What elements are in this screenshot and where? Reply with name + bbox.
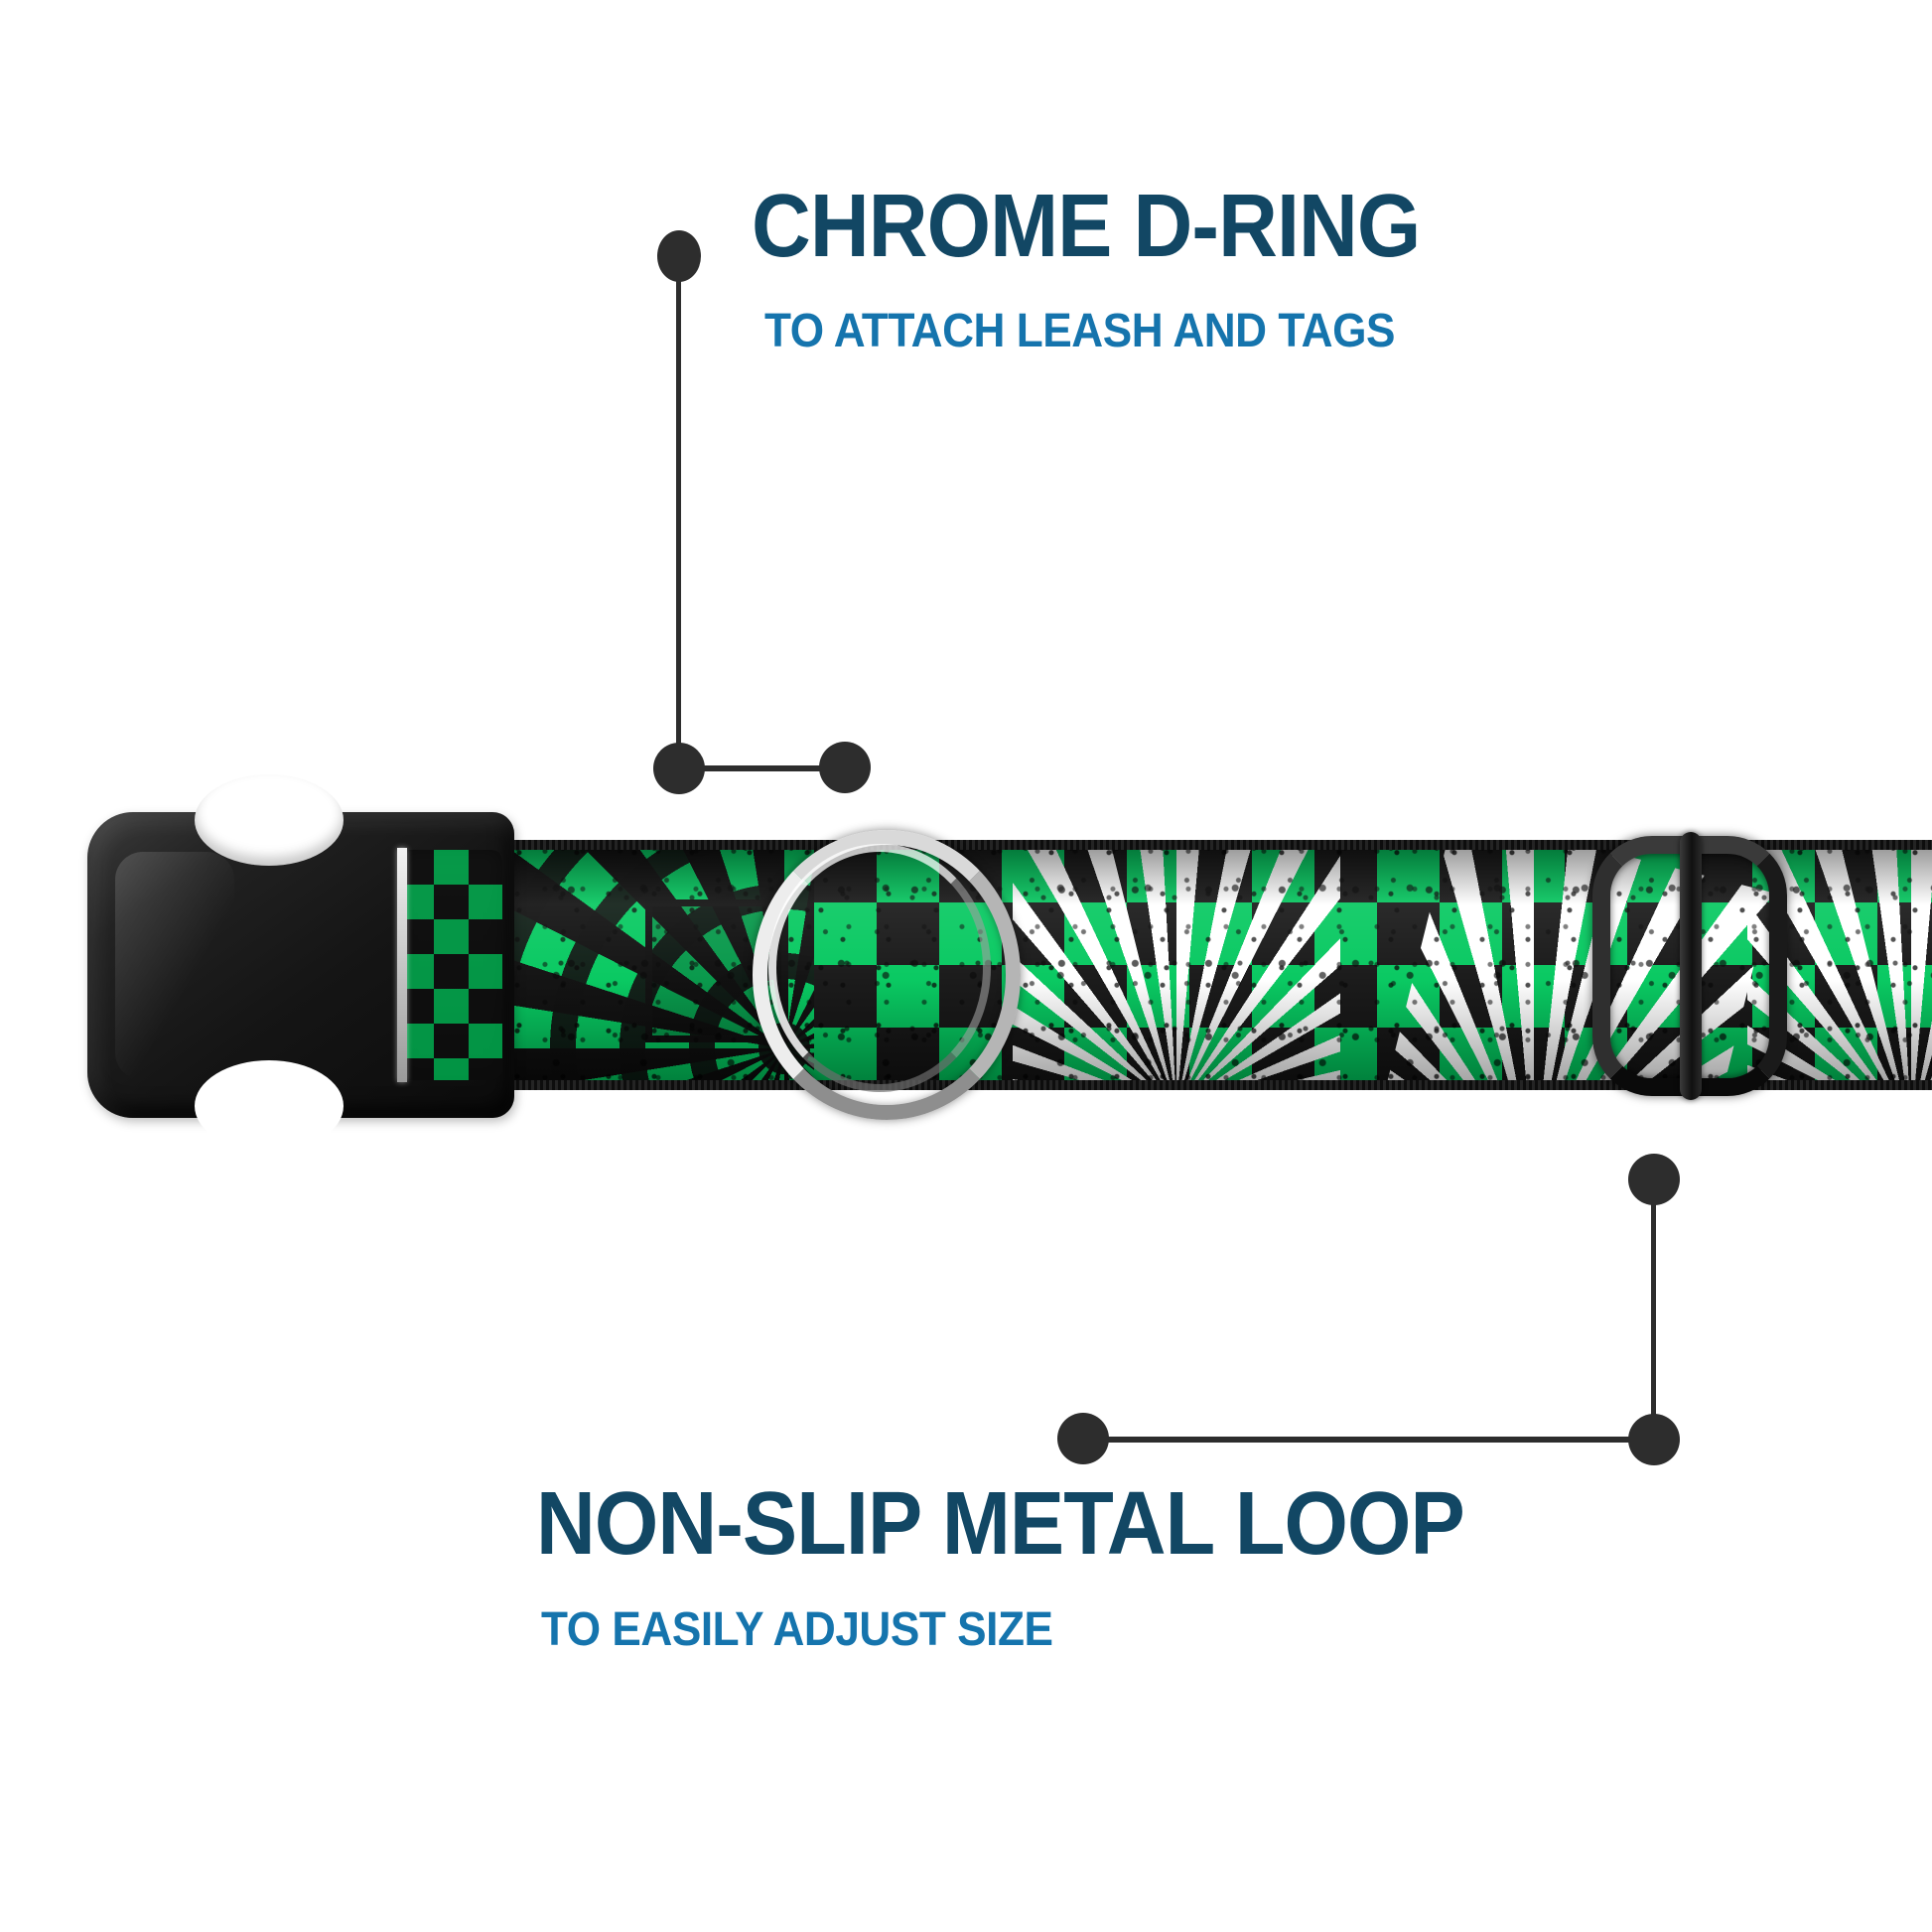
- leader-dot-bottom-anchor: [1057, 1413, 1109, 1464]
- dog-collar-product: [0, 774, 1932, 1152]
- buckle-notch-bottom: [195, 1060, 344, 1152]
- d-ring-inner-loop: [768, 844, 991, 1092]
- callout-subtitle-non-slip-metal-loop: TO EASILY ADJUST SIZE: [541, 1603, 1053, 1656]
- callout-title-non-slip-metal-loop: NON-SLIP METAL LOOP: [536, 1474, 1465, 1574]
- buckle-chrome-bar: [397, 848, 407, 1082]
- leader-line-horizontal-top: [679, 765, 858, 771]
- callout-subtitle-chrome-d-ring: TO ATTACH LEASH AND TAGS: [764, 305, 1395, 357]
- buckle-notch-top: [195, 774, 344, 866]
- buckle-webbing-slot: [399, 850, 502, 1080]
- leader-line-vertical-top: [676, 268, 681, 764]
- leader-line-vertical-bottom: [1651, 1191, 1656, 1440]
- callout-title-chrome-d-ring: CHROME D-RING: [752, 177, 1421, 276]
- leader-line-horizontal-bottom: [1082, 1437, 1648, 1443]
- buckle-highlight: [115, 852, 234, 1080]
- buckle-slot-webbing: [399, 850, 502, 1080]
- tri-glide-center-bar: [1680, 832, 1702, 1100]
- chrome-d-ring: [753, 830, 1021, 1120]
- non-slip-metal-loop: [1592, 832, 1787, 1100]
- leader-dot-top-target: [819, 742, 871, 793]
- side-release-buckle: [87, 774, 514, 1152]
